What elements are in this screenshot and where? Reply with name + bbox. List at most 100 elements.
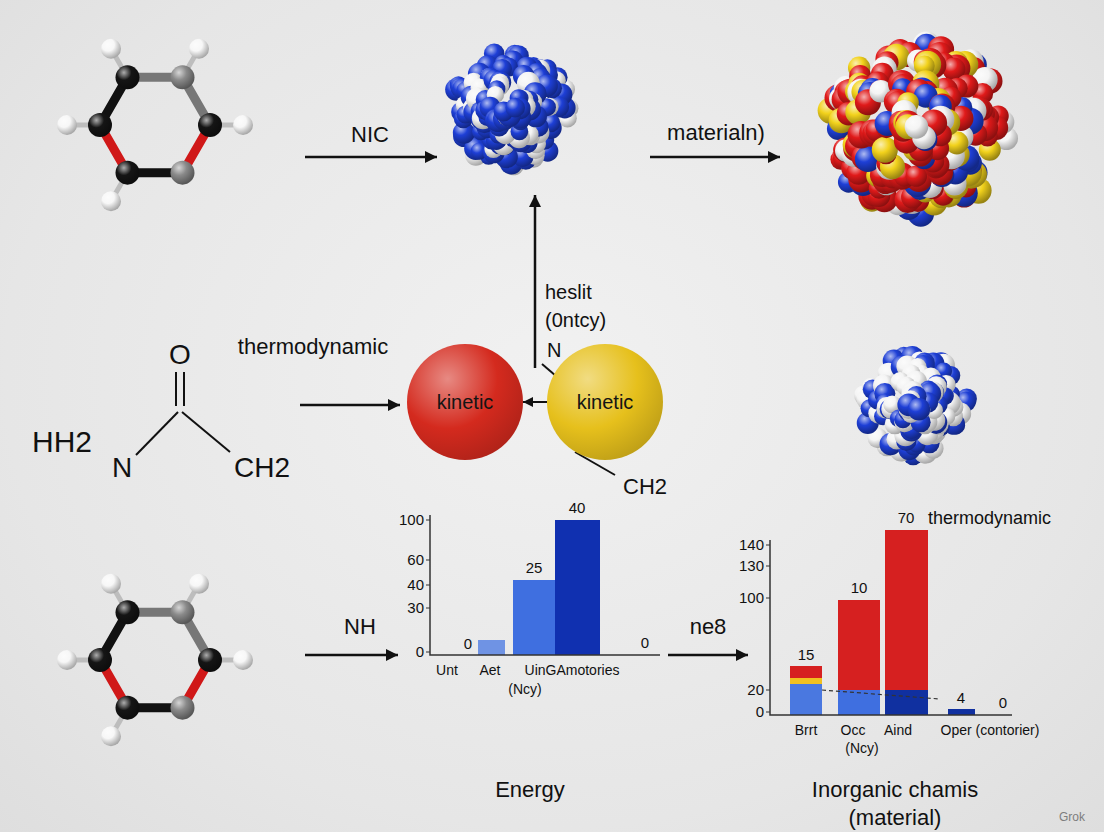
connector-arrow: [523, 401, 547, 403]
text-label: O: [169, 339, 191, 371]
node-text: kinetic: [437, 391, 494, 414]
text-label: NH: [344, 614, 376, 639]
chart-bar: [790, 678, 822, 684]
molecule-figure: [57, 574, 253, 746]
hydrogen-atom: [57, 650, 77, 670]
text-label: Grok: [1059, 811, 1085, 825]
text-label: 70: [898, 509, 915, 526]
axis-tick: [766, 712, 770, 713]
text-label: heslit: [545, 281, 592, 304]
ring-atom: [116, 600, 140, 624]
text-label: Occ: [841, 722, 866, 738]
hydrogen-atom: [57, 115, 77, 135]
text-label: (Ncy): [845, 740, 878, 756]
text-label: 15: [798, 646, 815, 663]
text-label: CH2: [234, 452, 290, 484]
text-label: N: [547, 339, 561, 362]
axis-tick: [426, 652, 430, 653]
text-label: 100: [739, 589, 764, 606]
chart-bar: [478, 640, 505, 655]
hydrogen-atom: [189, 574, 209, 594]
hydrogen-atom: [233, 115, 253, 135]
text-label: UinGAmotories: [525, 662, 620, 678]
text-label: N: [112, 452, 132, 484]
particle-cluster: [818, 32, 1018, 227]
text-label: 30: [407, 599, 424, 616]
hydrogen-atom: [101, 39, 121, 59]
chart-axis: [430, 515, 660, 655]
text-label: thermodynamic: [238, 334, 388, 359]
ring-atom: [171, 161, 195, 185]
kinetic-circle: kinetic: [407, 344, 523, 460]
ring-atom: [198, 113, 222, 137]
particle: [908, 398, 930, 420]
text-label: 60: [407, 551, 424, 568]
chart-bar: [790, 666, 822, 678]
axis-tick: [766, 545, 770, 546]
ring-atom: [171, 600, 195, 624]
ring-atom: [88, 113, 112, 137]
text-label: materialn): [667, 120, 765, 145]
ring-atom: [198, 648, 222, 672]
text-label: 20: [747, 681, 764, 698]
text-label: Aind: [884, 722, 912, 738]
axis-tick: [766, 566, 770, 567]
text-label: 0: [464, 635, 472, 652]
ring-atom: [171, 696, 195, 720]
text-label: 40: [407, 576, 424, 593]
hydrogen-atom: [101, 726, 121, 746]
chart-bar: [948, 709, 975, 715]
axis-tick: [426, 585, 430, 586]
text-label: 0: [756, 703, 764, 720]
particle-cluster: [445, 43, 578, 175]
chart-bar: [885, 690, 928, 715]
flow-arrow: [305, 654, 398, 657]
text-label: 40: [569, 499, 586, 516]
text-label: 25: [526, 559, 543, 576]
chart-bar: [790, 684, 822, 715]
text-label: 4: [957, 689, 965, 706]
flow-arrow: [305, 156, 437, 159]
axis-tick: [766, 690, 770, 691]
text-label: 140: [739, 536, 764, 553]
ring-atom: [116, 696, 140, 720]
chart-bar: [555, 520, 600, 655]
text-label: Unt: [436, 662, 458, 678]
text-label: NIC: [351, 122, 389, 147]
bond-line: [136, 412, 178, 455]
text-label: ne8: [690, 614, 727, 639]
molecule-figure: [57, 39, 253, 211]
text-label: 0: [641, 634, 649, 651]
text-label: Oper (contorier): [941, 722, 1040, 738]
text-label: Brrt: [795, 722, 818, 738]
text-label: 0: [416, 643, 424, 660]
text-label: 10: [851, 579, 868, 596]
text-label: CH2: [623, 474, 667, 499]
axis-tick: [426, 520, 430, 521]
text-label: Energy: [495, 777, 565, 802]
text-label: (Ncy): [508, 681, 541, 697]
node-text: kinetic: [577, 391, 634, 414]
bond-line: [183, 372, 185, 406]
text-label: Aet: [479, 662, 500, 678]
particle: [905, 115, 929, 139]
flow-arrow: [650, 156, 780, 159]
text-label: (0ntcy): [545, 309, 606, 332]
flow-arrow: [534, 195, 537, 368]
ring-atom: [171, 65, 195, 89]
bond-line: [175, 372, 177, 406]
hydrogen-atom: [101, 574, 121, 594]
text-label: thermodynamic: [928, 508, 1051, 529]
axis-tick: [426, 560, 430, 561]
axis-tick: [426, 608, 430, 609]
text-label: HH2: [32, 425, 92, 460]
particle: [505, 98, 525, 118]
chart-bar: [513, 580, 555, 655]
bond-line: [182, 412, 230, 452]
chart-bar: [885, 530, 928, 690]
trend-line: [822, 690, 940, 699]
chart-axis: [770, 540, 1012, 715]
ring-atom: [116, 161, 140, 185]
chart-bar: [838, 600, 880, 690]
